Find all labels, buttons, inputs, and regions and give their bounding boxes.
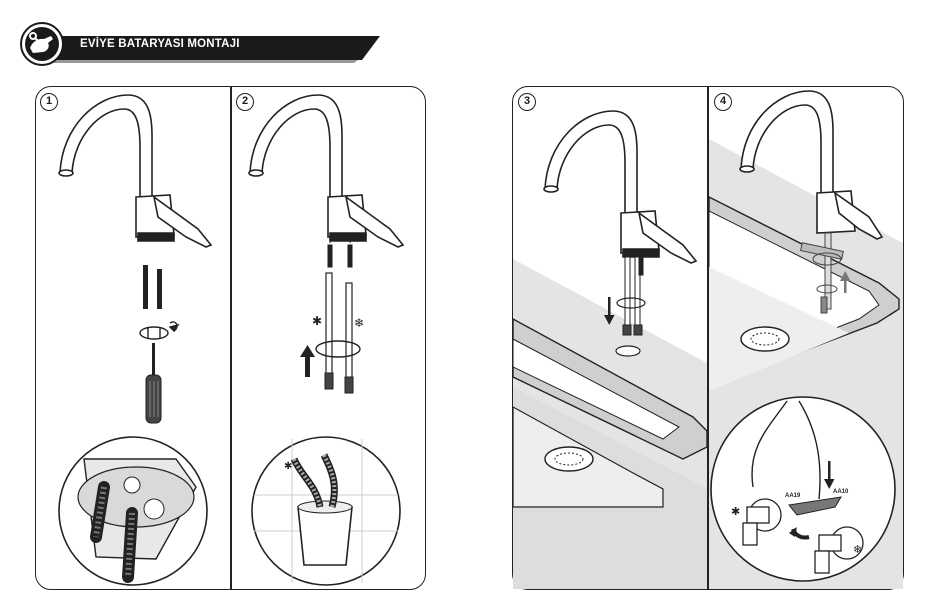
faucet-body (543, 110, 698, 264)
arrow-up-icon (840, 271, 851, 293)
faucet-body (739, 90, 884, 240)
header-banner (20, 22, 380, 66)
mounting-studs (143, 265, 162, 309)
hot-marker: ✱ (312, 314, 322, 328)
svg-text:✱: ✱ (284, 461, 292, 472)
hose-pipes (622, 254, 644, 336)
arrow-down-icon (824, 461, 835, 489)
detail-circle: AA19 AA10 ✱ ❄ (710, 396, 896, 582)
angle-valve-right (814, 526, 864, 574)
mounting-hole (615, 345, 641, 357)
hot-marker: ✱ (731, 506, 740, 518)
cold-marker: ❄ (853, 544, 862, 556)
step-number-2: 2 (236, 93, 254, 111)
arrow-down-icon (604, 297, 615, 325)
nut-washer (139, 321, 180, 340)
step-number-3: 3 (518, 93, 536, 111)
faucet-body (58, 94, 213, 248)
mounting-ring (315, 340, 361, 358)
step-2-illustration: ✱ ❄ ✱ (248, 94, 405, 586)
detail-circle (58, 436, 208, 586)
detail-circle: ✱ (251, 436, 401, 586)
wrench-hand-icon (29, 32, 53, 53)
panel-steps-1-2 (35, 86, 426, 590)
faucet-body (248, 94, 405, 248)
part-label-aa10: AA10 (833, 489, 849, 495)
page-title: EVİYE BATARYASI MONTAJI (80, 38, 240, 50)
angle-valve-left (742, 498, 782, 546)
part-label-aa19: AA19 (785, 493, 801, 499)
mounting-ring (616, 297, 646, 309)
countertop (513, 259, 707, 589)
hose-pipes (324, 237, 354, 394)
step-number-1: 1 (40, 93, 58, 111)
screwdriver-icon (145, 343, 162, 424)
step-4-illustration: AA19 AA10 ✱ ❄ (709, 90, 903, 589)
step-number-4: 4 (714, 93, 732, 111)
arrow-up-icon (300, 345, 315, 377)
cold-marker: ❄ (354, 316, 364, 330)
panel-divider-right (707, 87, 709, 589)
panel-divider-left (230, 87, 232, 589)
step-1-illustration (58, 94, 213, 586)
rotate-arrow-icon (789, 527, 810, 540)
step-3-illustration (513, 110, 707, 589)
mounting-clamp (800, 232, 844, 314)
